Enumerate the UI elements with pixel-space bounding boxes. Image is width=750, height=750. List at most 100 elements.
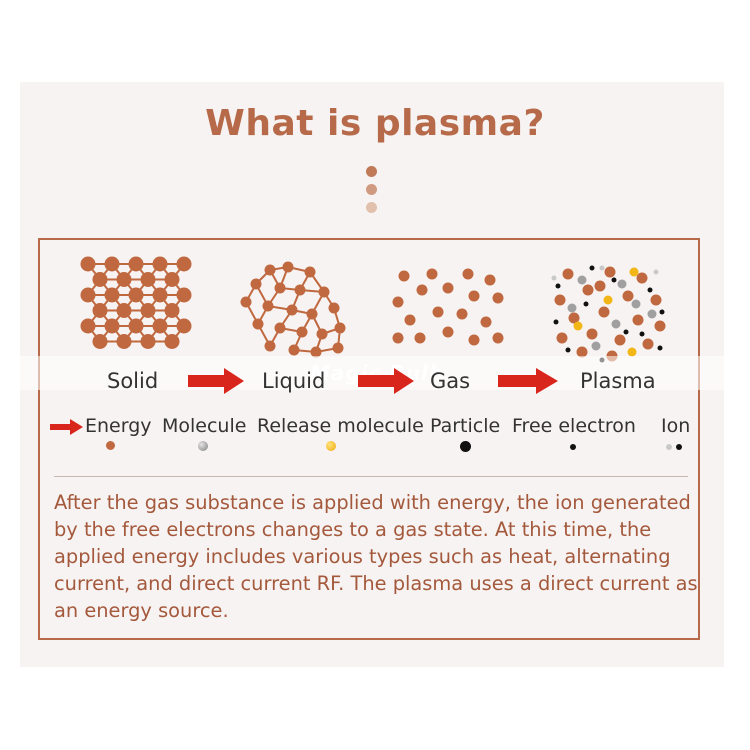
molecule-dot <box>562 268 574 280</box>
molecule-dot <box>642 338 654 350</box>
molecule-gray-dot <box>577 275 587 285</box>
free-electron-dot <box>583 301 589 307</box>
free-electron-dot <box>659 309 665 315</box>
molecule-dot <box>274 322 286 334</box>
molecule-dot <box>286 304 298 316</box>
legend-particle-label: Particle <box>430 415 501 437</box>
title-dot-3 <box>366 202 377 213</box>
title-dot-2 <box>366 184 377 195</box>
gas-particle-dot <box>432 306 444 318</box>
molecule-dot <box>176 256 192 272</box>
molecule-dot <box>636 272 648 284</box>
legend-energy-label: Energy <box>85 415 152 437</box>
molecule-dot <box>334 322 346 334</box>
molecule-dot <box>554 294 566 306</box>
molecule-dot <box>296 326 308 338</box>
molecule-dot <box>264 264 276 276</box>
molecule-dot <box>116 272 132 287</box>
molecule-gray-dot <box>647 309 657 319</box>
state-label-plasma: Plasma <box>580 369 656 393</box>
solid-lattice-illustration <box>80 256 192 349</box>
gas-particles-illustration <box>392 268 504 346</box>
molecule-dot <box>140 334 156 349</box>
release-molecule-dot <box>603 295 613 305</box>
divider <box>54 476 688 477</box>
molecule-dot <box>604 266 616 278</box>
molecule-dot <box>594 280 606 292</box>
molecule-dot <box>128 256 144 272</box>
molecule-dot <box>310 346 322 358</box>
ion-gray-dot <box>599 265 605 271</box>
title-dot-1 <box>366 166 377 177</box>
legend-free-electron-dot <box>570 444 576 450</box>
gas-particle-dot <box>442 282 454 294</box>
gas-particle-dot <box>492 332 504 344</box>
free-electron-dot <box>555 283 561 289</box>
molecule-dot <box>152 318 168 334</box>
gas-particle-dot <box>398 270 410 282</box>
molecule-dot <box>650 294 662 306</box>
state-label-liquid: Liquid <box>262 369 326 393</box>
molecule-dot <box>306 308 318 320</box>
molecule-dot <box>92 272 108 287</box>
molecule-dot <box>556 332 568 344</box>
free-electron-dot <box>647 287 653 293</box>
description-text: After the gas substance is applied with … <box>54 491 698 622</box>
molecule-dot <box>92 334 108 349</box>
molecule-dot <box>80 256 96 272</box>
gas-particle-dot <box>480 316 492 328</box>
free-electron-dot <box>553 319 559 325</box>
gas-particle-dot <box>492 292 504 304</box>
molecule-dot <box>80 318 96 334</box>
gas-particle-dot <box>392 332 404 344</box>
state-label-gas: Gas <box>430 369 471 393</box>
free-electron-dot <box>639 331 645 337</box>
molecule-dot <box>622 290 634 302</box>
gas-particle-dot <box>442 326 454 338</box>
molecule-dot <box>586 328 598 340</box>
diagram-frame <box>38 238 700 640</box>
molecule-dot <box>598 306 610 318</box>
molecule-dot <box>614 334 626 346</box>
legend-molecule-dot <box>198 441 208 451</box>
molecule-dot <box>582 284 594 296</box>
molecule-dot <box>128 287 144 303</box>
gas-particle-dot <box>484 274 496 286</box>
molecule-dot <box>632 314 644 326</box>
liquid-network-illustration <box>240 261 346 358</box>
molecule-gray-dot <box>611 319 621 329</box>
molecule-dot <box>164 303 180 318</box>
gas-particle-dot <box>392 296 404 308</box>
molecule-dot <box>240 296 252 308</box>
molecule-gray-dot <box>631 299 641 309</box>
molecule-dot <box>262 300 274 312</box>
molecule-dot <box>576 346 588 358</box>
molecule-dot <box>164 272 180 287</box>
molecule-dot <box>318 286 330 298</box>
molecule-dot <box>274 282 286 294</box>
free-electron-dot <box>623 329 629 335</box>
state-label-solid: Solid <box>107 369 159 393</box>
molecule-dot <box>128 318 144 334</box>
free-electron-dot <box>589 265 595 271</box>
release-molecule-dot <box>573 321 583 331</box>
legend-ion-label: Ion <box>661 415 691 437</box>
molecule-dot <box>328 302 340 314</box>
molecule-dot <box>104 287 120 303</box>
molecule-dot <box>92 303 108 318</box>
molecule-dot <box>104 318 120 334</box>
molecule-dot <box>294 284 306 296</box>
molecule-dot <box>250 278 262 290</box>
legend-free-electron-label: Free electron <box>512 415 636 437</box>
ion-gray-dot <box>551 275 557 281</box>
molecule-dot <box>104 256 120 272</box>
gas-particle-dot <box>426 268 438 280</box>
molecule-dot <box>152 287 168 303</box>
gas-particle-dot <box>404 314 416 326</box>
molecule-dot <box>332 342 344 354</box>
molecule-dot <box>164 334 180 349</box>
energy-arrow-1 <box>188 368 244 394</box>
legend-release-molecule-dot <box>326 441 336 451</box>
molecule-gray-dot <box>567 303 577 313</box>
molecule-dot <box>152 256 168 272</box>
